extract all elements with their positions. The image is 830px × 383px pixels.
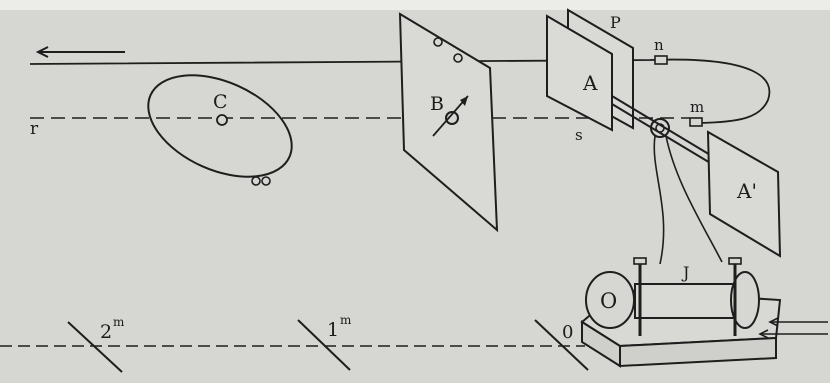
loop-c-gap-ball-left <box>251 176 261 186</box>
plate-b-hole-top <box>433 37 443 47</box>
loop-c-center <box>216 114 228 126</box>
label-p: P <box>610 13 621 32</box>
upper-wire-line <box>29 58 771 124</box>
plate-b-hole-lower <box>453 53 463 63</box>
distance-mark-1m: 1 m <box>297 313 352 371</box>
coil-end-disc-right <box>730 271 760 329</box>
mark-2m-unit: m <box>113 315 125 329</box>
label-o: O <box>600 289 617 313</box>
coil-post-cap-right <box>728 257 742 265</box>
lead-wire-left <box>653 135 665 265</box>
label-s: s <box>575 126 583 144</box>
loop-c-ellipse <box>147 74 293 178</box>
label-a-prime: A' <box>736 179 757 203</box>
spark-gap-inner <box>655 123 665 133</box>
rod-upper <box>611 95 713 157</box>
mark-0-num: 0 <box>562 322 573 343</box>
mark-1m-num: 1 <box>327 319 339 341</box>
input-arrows <box>758 317 828 339</box>
plate-a-prime <box>706 130 782 258</box>
plate-b-arrow-shaft <box>432 95 469 137</box>
plate-b-arrowhead <box>460 96 468 106</box>
label-c: C <box>213 91 228 113</box>
label-b: B <box>430 93 444 115</box>
rod-lower <box>611 103 713 165</box>
induction-coil-j: O J <box>580 257 782 368</box>
oscillator-plates: P A A' s <box>546 8 782 258</box>
distance-mark-2m: 2 m <box>67 315 125 373</box>
plate-b: B <box>398 12 499 233</box>
loop-c-gap-ball-right <box>261 176 271 186</box>
label-n: n <box>654 36 664 54</box>
label-j: J <box>681 263 689 282</box>
terminal-m: m <box>689 98 704 127</box>
paper-top-edge <box>0 0 830 10</box>
lead-wire-right <box>665 135 723 263</box>
direction-arrow-left <box>35 46 125 58</box>
plate-a <box>546 14 613 132</box>
terminal-n: n <box>654 36 668 65</box>
coil-post-cap-left <box>633 257 647 265</box>
coil-base-front <box>619 336 777 368</box>
coil-end-disc <box>585 271 635 329</box>
label-r: r <box>30 119 39 139</box>
distance-mark-0: 0 <box>534 319 589 371</box>
loop-c: C <box>147 74 293 186</box>
label-m: m <box>690 98 704 116</box>
coil-cylinder <box>634 283 746 319</box>
mark-2m-num: 2 <box>100 321 112 343</box>
plate-b-center-ring <box>445 111 459 125</box>
spark-gap-knot <box>650 118 670 138</box>
mark-1m-unit: m <box>340 313 352 327</box>
label-a: A <box>582 71 598 95</box>
